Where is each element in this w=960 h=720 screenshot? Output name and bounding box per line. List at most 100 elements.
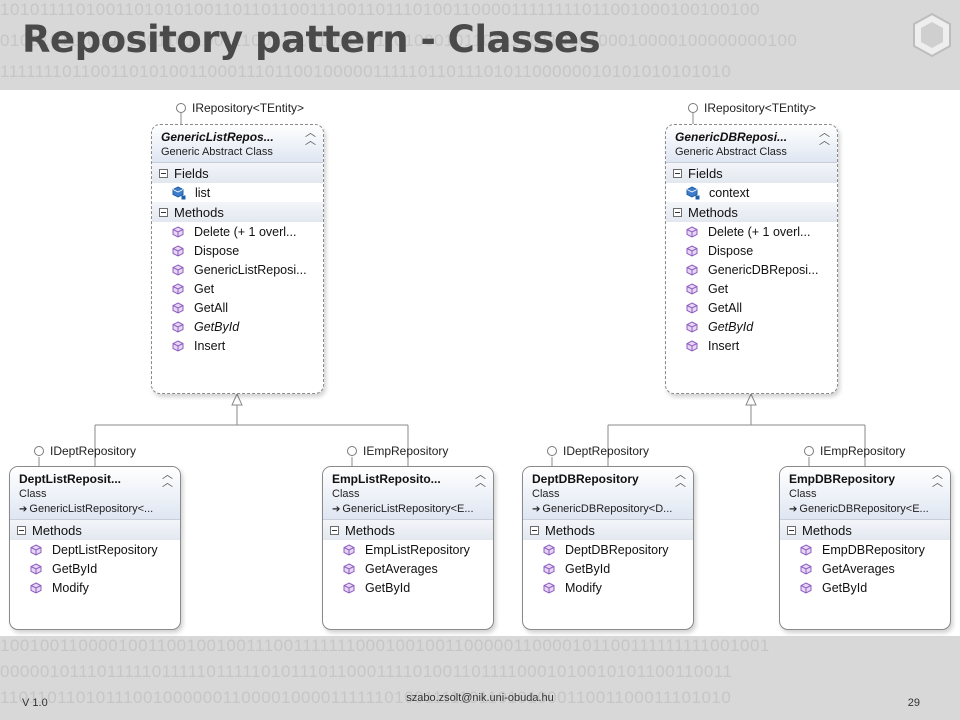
method-label: EmpDBRepository [822,542,925,557]
inherit-arrow-icon: ➔ [532,504,541,515]
class-generic-db-repository[interactable]: GenericDBReposi... Generic Abstract Clas… [665,124,838,394]
collapse-minus-icon[interactable] [159,168,168,178]
class-dept-list-repository[interactable]: DeptListReposit... Class ➔GenericListRep… [9,466,181,630]
method-item[interactable]: DeptDBRepository [523,540,693,559]
class-header: DeptListReposit... Class ➔GenericListRep… [10,467,180,520]
method-item[interactable]: GetById [780,578,950,597]
method-item[interactable]: EmpListRepository [323,540,493,559]
double-chevron-up-icon[interactable]: ︿︿ [819,127,830,147]
field-cube-icon [686,186,700,200]
inheritance-arrow-icon [231,392,243,406]
methods-compartment[interactable]: Methods [523,520,693,540]
methods-compartment[interactable]: Methods [323,520,493,540]
method-cube-icon [686,245,698,257]
fields-compartment[interactable]: Fields [666,163,837,183]
collapse-minus-icon[interactable] [17,525,26,535]
double-chevron-up-icon[interactable]: ︿︿ [475,469,486,489]
binary-background-line: 0100101110000100110110011100111101011001… [0,31,798,50]
method-label: GetById [52,561,98,576]
method-item[interactable]: GetAll [152,298,323,317]
method-cube-icon [172,340,184,352]
method-item[interactable]: GetById [323,578,493,597]
method-item[interactable]: Modify [523,578,693,597]
method-cube-icon [30,563,42,575]
method-item[interactable]: Insert [152,336,323,355]
method-cube-icon [543,563,555,575]
field-item[interactable]: list [152,183,323,202]
method-label: Delete (+ 1 overl... [708,224,811,239]
method-cube-icon [172,283,184,295]
method-item[interactable]: GetById [10,559,180,578]
collapse-minus-icon[interactable] [673,207,682,217]
method-item[interactable]: Dispose [152,241,323,260]
field-item[interactable]: context [666,183,837,202]
method-item[interactable]: Get [152,279,323,298]
method-item[interactable]: GetAll [666,298,837,317]
interface-iemprepository-left[interactable]: IEmpRepository [347,443,448,459]
method-label: Dispose [708,243,754,258]
class-name: EmpListReposito... [332,472,441,486]
methods-compartment[interactable]: Methods [780,520,950,540]
collapse-minus-icon[interactable] [787,525,796,535]
class-name: DeptListReposit... [19,472,122,486]
interface-lollipop-icon [547,446,557,456]
double-chevron-up-icon[interactable]: ︿︿ [675,469,686,489]
interface-iemprepository-right[interactable]: IEmpRepository [804,443,905,459]
method-item[interactable]: GenericDBReposi... [666,260,837,279]
interface-ideptrepository-right[interactable]: IDeptRepository [547,443,649,459]
inherit-arrow-icon: ➔ [19,504,28,515]
method-item[interactable]: EmpDBRepository [780,540,950,559]
method-item[interactable]: GetById [523,559,693,578]
double-chevron-up-icon[interactable]: ︿︿ [932,469,943,489]
binary-background-line: 1111111011001101010011000111011001000001… [0,62,732,81]
page-number: 29 [907,697,920,709]
method-cube-icon [800,563,812,575]
method-item[interactable]: GetById [666,317,837,336]
inherit-arrow-icon: ➔ [332,504,341,515]
method-item[interactable]: Get [666,279,837,298]
methods-compartment[interactable]: Methods [152,202,323,222]
method-label: GetAverages [822,561,895,576]
class-header: DeptDBRepository Class ➔GenericDBReposit… [523,467,693,520]
method-item[interactable]: GetAverages [323,559,493,578]
interface-irepository-right[interactable]: IRepository<TEntity> [688,100,816,116]
double-chevron-up-icon[interactable]: ︿︿ [162,469,173,489]
method-item[interactable]: GetAverages [780,559,950,578]
method-label: GetAverages [365,561,438,576]
interface-label: IRepository<TEntity> [704,101,817,115]
field-label: list [195,185,211,200]
method-label: GetById [194,319,240,334]
class-generic-list-repository[interactable]: GenericListRepos... Generic Abstract Cla… [151,124,324,394]
class-dept-db-repository[interactable]: DeptDBRepository Class ➔GenericDBReposit… [522,466,694,630]
method-cube-icon [172,302,184,314]
method-item[interactable]: Modify [10,578,180,597]
fields-compartment[interactable]: Fields [152,163,323,183]
university-logo-icon [913,12,951,58]
method-label: Get [194,281,215,296]
collapse-minus-icon[interactable] [530,525,539,535]
methods-compartment[interactable]: Methods [666,202,837,222]
method-item[interactable]: Delete (+ 1 overl... [152,222,323,241]
collapse-minus-icon[interactable] [159,207,168,217]
class-name: EmpDBRepository [789,472,896,486]
interface-lollipop-icon [34,446,44,456]
method-item[interactable]: Insert [666,336,837,355]
method-item[interactable]: GenericListReposi... [152,260,323,279]
interface-irepository-left[interactable]: IRepository<TEntity> [176,100,304,116]
methods-compartment[interactable]: Methods [10,520,180,540]
method-item[interactable]: Dispose [666,241,837,260]
method-label: GetById [565,561,611,576]
method-item[interactable]: Delete (+ 1 overl... [666,222,837,241]
double-chevron-up-icon[interactable]: ︿︿ [305,127,316,147]
collapse-minus-icon[interactable] [330,525,339,535]
base-class-line: ➔GenericDBRepository<E... [789,503,942,515]
method-cube-icon [686,264,698,276]
method-item[interactable]: DeptListRepository [10,540,180,559]
method-item[interactable]: GetById [152,317,323,336]
collapse-minus-icon[interactable] [673,168,682,178]
method-cube-icon [686,321,698,333]
interface-ideptrepository-left[interactable]: IDeptRepository [34,443,136,459]
method-cube-icon [686,340,698,352]
class-emp-list-repository[interactable]: EmpListReposito... Class ➔GenericListRep… [322,466,494,630]
class-emp-db-repository[interactable]: EmpDBRepository Class ➔GenericDBReposito… [779,466,951,630]
